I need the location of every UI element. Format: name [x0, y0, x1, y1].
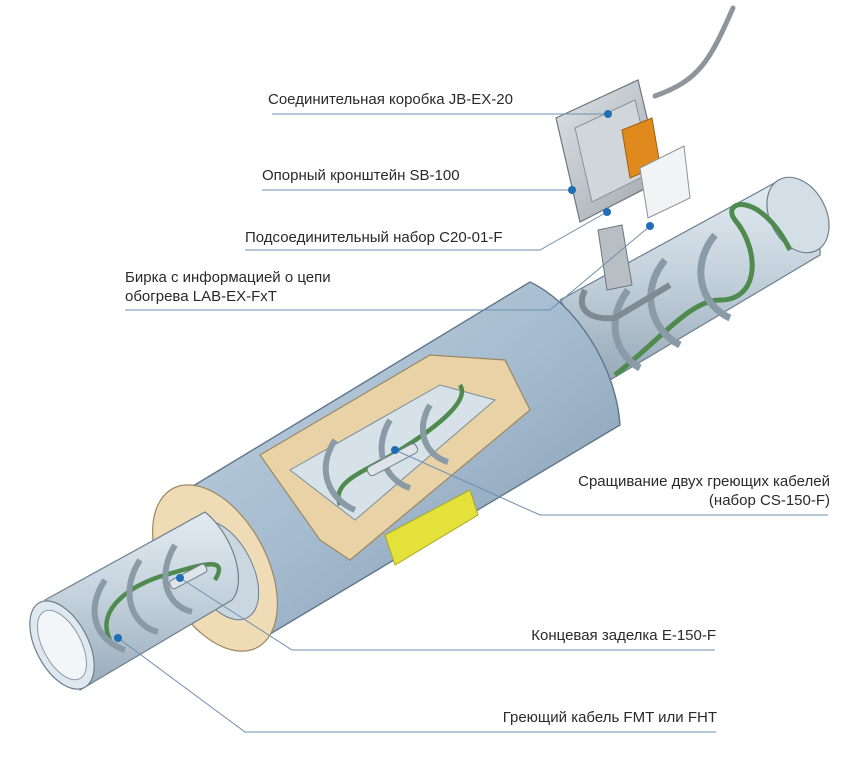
callout-connection-kit: Подсоединительный набор C20-01-F	[245, 228, 503, 247]
callout-end-seal-text: Концевая заделка E-150-F	[531, 627, 716, 644]
callout-support-bracket: Опорный кронштейн SB-100	[262, 166, 460, 185]
callout-end-seal: Концевая заделка E-150-F	[531, 626, 716, 645]
callout-connection-kit-text: Подсоединительный набор C20-01-F	[245, 229, 503, 246]
end-seal	[169, 563, 208, 590]
junction-box	[555, 79, 691, 223]
callout-splice: Сращивание двух греющих кабелей (набор C…	[578, 472, 830, 510]
straps-left	[91, 543, 193, 653]
splice-sleeve	[366, 443, 419, 477]
left-pipe	[29, 511, 239, 691]
callout-support-bracket-text: Опорный кронштейн SB-100	[262, 167, 460, 184]
circuit-tag	[639, 145, 691, 219]
callout-junction-box-text: Соединительная коробка JB-EX-20	[268, 91, 513, 108]
straps-right	[611, 232, 732, 372]
callout-splice-line1: Сращивание двух греющих кабелей	[578, 473, 830, 490]
heating-cable-right	[613, 202, 793, 377]
bracket-band	[578, 282, 672, 322]
callout-splice-line2: (набор CS-150-F)	[708, 492, 830, 509]
leader-lines	[117, 113, 828, 733]
insulation-label-yellow	[384, 489, 479, 566]
callout-junction-box: Соединительная коробка JB-EX-20	[268, 90, 513, 109]
supply-cable	[652, 5, 736, 99]
callout-heating-cable: Греющий кабель FMT или FHT	[503, 708, 717, 727]
callout-circuit-tag-line2: обогрева LAB-EX-FxT	[125, 288, 277, 305]
callout-circuit-tag: Бирка с информацией о цепи обогрева LAB-…	[125, 268, 331, 306]
callout-circuit-tag-line1: Бирка с информацией о цепи	[125, 269, 331, 286]
callout-heating-cable-text: Греющий кабель FMT или FHT	[502, 709, 717, 726]
support-bracket	[597, 224, 633, 291]
leader-dots	[114, 110, 654, 642]
